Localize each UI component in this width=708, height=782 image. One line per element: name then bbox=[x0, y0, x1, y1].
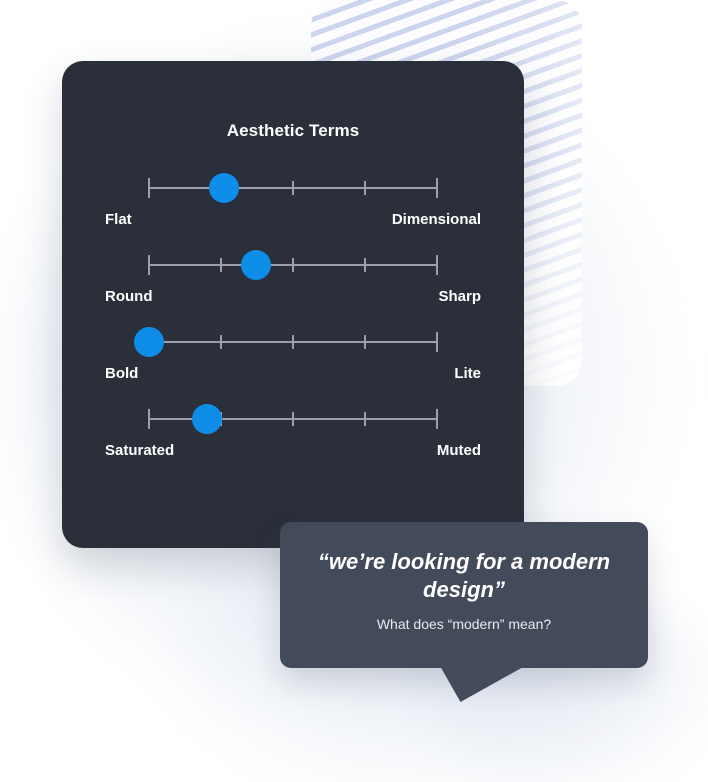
slider-tick bbox=[436, 409, 438, 429]
slider-tick bbox=[220, 335, 222, 349]
slider-tick bbox=[148, 178, 150, 198]
slider-track-flat-dimensional[interactable] bbox=[148, 172, 438, 204]
speech-bubble-quote: “we’re looking for a modern design” bbox=[317, 549, 611, 602]
slider-right-label: Lite bbox=[454, 365, 481, 382]
slider-right-label: Muted bbox=[436, 442, 481, 459]
slider-right-label: Sharp bbox=[438, 288, 481, 305]
slider-row-saturated-muted: Saturated Muted bbox=[84, 403, 502, 480]
slider-right-label: Dimensional bbox=[391, 211, 481, 228]
slider-tick bbox=[364, 181, 366, 195]
speech-bubble-tail bbox=[417, 666, 525, 702]
slider-tick bbox=[436, 255, 438, 275]
slider-left-label: Bold bbox=[105, 365, 139, 382]
slider-knob-saturated-muted[interactable] bbox=[191, 404, 222, 434]
slider-tick bbox=[220, 258, 222, 272]
slider-tick bbox=[292, 335, 294, 349]
speech-bubble-subtitle: What does “modern” mean? bbox=[376, 616, 552, 632]
slider-row-flat-dimensional: Flat Dimensional bbox=[84, 172, 502, 249]
slider-labels-flat-dimensional: Flat Dimensional bbox=[84, 211, 502, 228]
slider-track-bold-lite[interactable] bbox=[134, 326, 438, 358]
slider-tick bbox=[292, 181, 294, 195]
slider-row-bold-lite: Bold Lite bbox=[84, 326, 502, 403]
slider-tick bbox=[148, 409, 150, 429]
slider-tick bbox=[364, 412, 366, 426]
slider-left-label: Flat bbox=[105, 211, 132, 228]
slider-tick bbox=[292, 412, 294, 426]
speech-bubble: “we’re looking for a modern design” What… bbox=[280, 522, 648, 668]
slider-labels-saturated-muted: Saturated Muted bbox=[84, 442, 502, 459]
slider-track-round-sharp[interactable] bbox=[148, 249, 438, 281]
slider-tick bbox=[148, 255, 150, 275]
slider-tick bbox=[436, 332, 438, 352]
slider-left-label: Saturated bbox=[105, 442, 175, 459]
slider-left-label: Round bbox=[105, 288, 153, 305]
slider-tick bbox=[292, 258, 294, 272]
slider-labels-round-sharp: Round Sharp bbox=[84, 288, 502, 305]
slider-knob-round-sharp[interactable] bbox=[240, 250, 271, 280]
slider-tick bbox=[364, 335, 366, 349]
slider-row-round-sharp: Round Sharp bbox=[84, 249, 502, 326]
slider-tick bbox=[436, 178, 438, 198]
slider-track-saturated-muted[interactable] bbox=[148, 403, 438, 435]
slider-knob-bold-lite[interactable] bbox=[134, 327, 164, 357]
slider-knob-flat-dimensional[interactable] bbox=[208, 173, 239, 203]
panel-title: Aesthetic Terms bbox=[226, 121, 360, 140]
slider-labels-bold-lite: Bold Lite bbox=[84, 365, 502, 382]
slider-tick bbox=[364, 258, 366, 272]
